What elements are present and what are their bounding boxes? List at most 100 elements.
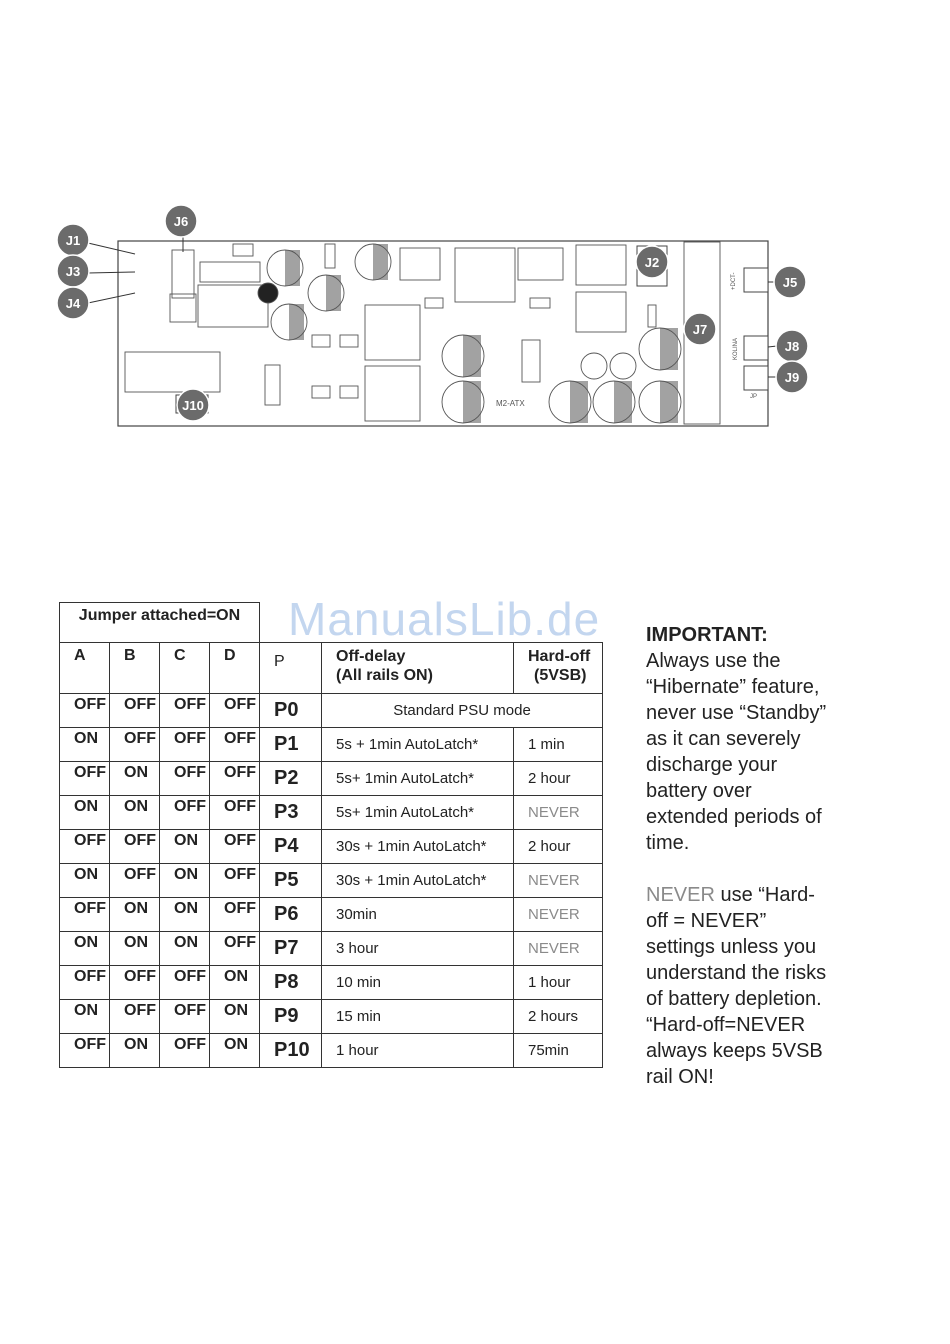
j9-pin-label: JP bbox=[750, 394, 757, 400]
offdelay-cell: 10 min bbox=[321, 965, 514, 1000]
jumper-d-cell: OFF bbox=[209, 761, 260, 796]
jumper-b-cell: OFF bbox=[109, 727, 160, 762]
jumper-c-cell: ON bbox=[159, 863, 210, 898]
hibernate-advice: Always use the “Hibernate” feature, never … bbox=[646, 648, 946, 856]
jumper-a-cell: OFF bbox=[59, 1033, 110, 1068]
preset-cell: P2 bbox=[259, 761, 322, 796]
preset-cell: P1 bbox=[259, 727, 322, 762]
hardoff-cell: NEVER bbox=[513, 863, 603, 898]
jumper-c-cell: OFF bbox=[159, 795, 210, 830]
capacitor-stripes bbox=[285, 244, 678, 423]
preset-cell: P4 bbox=[259, 829, 322, 864]
group-header: Jumper attached=ON bbox=[59, 602, 260, 643]
jumper-b-cell: OFF bbox=[109, 965, 160, 1000]
col-p-header: P bbox=[259, 642, 322, 694]
callout-j1-label: J1 bbox=[66, 233, 80, 248]
preset-cell: P9 bbox=[259, 999, 322, 1034]
jumper-d-cell: ON bbox=[209, 1033, 260, 1068]
preset-cell: P5 bbox=[259, 863, 322, 898]
callout-j6-bubble bbox=[164, 204, 198, 238]
jumper-b-cell: OFF bbox=[109, 999, 160, 1034]
jumper-a-cell: OFF bbox=[59, 897, 110, 932]
callout-j8-label: J8 bbox=[785, 339, 799, 354]
jumper-d-cell: OFF bbox=[209, 693, 260, 728]
callout-j7-label: J7 bbox=[693, 322, 707, 337]
jumper-a-cell: OFF bbox=[59, 693, 110, 728]
jumper-c-cell: OFF bbox=[159, 693, 210, 728]
offdelay-cell: 1 hour bbox=[321, 1033, 514, 1068]
hardoff-cell: 2 hours bbox=[513, 999, 603, 1034]
preset-cell: P3 bbox=[259, 795, 322, 830]
hardoff-cell: 75min bbox=[513, 1033, 603, 1068]
jumper-c-cell: OFF bbox=[159, 1033, 210, 1068]
note-line: always keeps 5VSB bbox=[646, 1040, 823, 1062]
callout-j5-bubble bbox=[773, 265, 807, 299]
jumper-c-cell: ON bbox=[159, 829, 210, 864]
jumper-a-cell: OFF bbox=[59, 965, 110, 1000]
jumper-a-cell: ON bbox=[59, 931, 110, 966]
board-silk-label: M2-ATX bbox=[496, 399, 525, 408]
preset-cell: P8 bbox=[259, 965, 322, 1000]
jumper-c-cell: OFF bbox=[159, 727, 210, 762]
offdelay-cell: Standard PSU mode bbox=[321, 693, 603, 728]
note-line: Always use the bbox=[646, 650, 781, 672]
preset-cell: P7 bbox=[259, 931, 322, 966]
note-line: as it can severely bbox=[646, 728, 801, 750]
jumper-b-cell: ON bbox=[109, 897, 160, 932]
col-d-header: D bbox=[209, 642, 260, 694]
hardoff-cell: NEVER bbox=[513, 795, 603, 830]
offdelay-cell: 3 hour bbox=[321, 931, 514, 966]
jumper-d-cell: OFF bbox=[209, 863, 260, 898]
hard-off-warning: NEVER use “Hard- off = NEVER”settings un… bbox=[646, 882, 946, 1090]
col-a-header: A bbox=[59, 642, 110, 694]
jumper-d-cell: OFF bbox=[209, 931, 260, 966]
hardoff-cell: 2 hour bbox=[513, 761, 603, 796]
j8-pin-label: KOLINA bbox=[733, 338, 739, 360]
callout-j10-label: J10 bbox=[182, 398, 204, 413]
note-line: understand the risks bbox=[646, 962, 827, 984]
hardoff-cell: NEVER bbox=[513, 897, 603, 932]
note-line: discharge your bbox=[646, 754, 778, 776]
offdelay-cell: 15 min bbox=[321, 999, 514, 1034]
callout-j7-bubble bbox=[683, 312, 717, 346]
callout-j9-label: J9 bbox=[785, 370, 799, 385]
important-note: IMPORTANT: Always use the“Hibernate” fea… bbox=[646, 622, 946, 1090]
jumper-c-cell: OFF bbox=[159, 761, 210, 796]
callout-j2-label: J2 bbox=[645, 255, 659, 270]
note-line: never use “Standby” bbox=[646, 702, 827, 724]
preset-cell: P6 bbox=[259, 897, 322, 932]
col-offdelay-header: Off-delay(All rails ON) bbox=[321, 642, 514, 694]
jumper-b-cell: OFF bbox=[109, 863, 160, 898]
jumper-c-cell: OFF bbox=[159, 965, 210, 1000]
jumper-d-cell: OFF bbox=[209, 829, 260, 864]
offdelay-cell: 5s + 1min AutoLatch* bbox=[321, 727, 514, 762]
jumper-c-cell: OFF bbox=[159, 999, 210, 1034]
note-line: “Hibernate” feature, bbox=[646, 676, 820, 698]
jumper-b-cell: ON bbox=[109, 1033, 160, 1068]
callout-j9-bubble bbox=[775, 360, 809, 394]
jumper-b-cell: OFF bbox=[109, 693, 160, 728]
jumper-d-cell: ON bbox=[209, 965, 260, 1000]
note-line: extended periods of bbox=[646, 806, 822, 828]
note-line: off = NEVER” bbox=[646, 910, 767, 932]
hardoff-cell: NEVER bbox=[513, 931, 603, 966]
note-line: “Hard-off=NEVER bbox=[646, 1014, 806, 1036]
jumper-d-cell: OFF bbox=[209, 727, 260, 762]
col-c-header: C bbox=[159, 642, 210, 694]
note-line: of battery depletion. bbox=[646, 988, 822, 1010]
offdelay-cell: 30min bbox=[321, 897, 514, 932]
jumper-d-cell: ON bbox=[209, 999, 260, 1034]
jumper-a-cell: OFF bbox=[59, 761, 110, 796]
jumper-settings-table: Jumper attached=ON A B C D P Off-delay(A… bbox=[59, 602, 603, 1068]
